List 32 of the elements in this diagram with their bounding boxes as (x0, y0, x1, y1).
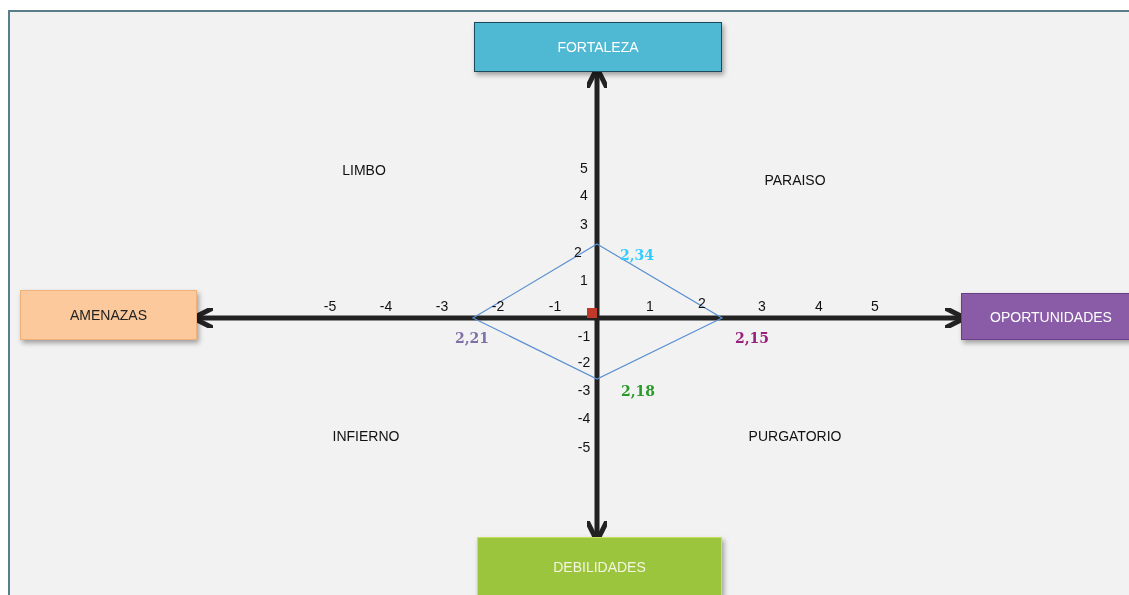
tick-label: 3 (758, 298, 766, 314)
label-box: AMENAZAS (20, 290, 197, 340)
label-box: DEBILIDADES (477, 537, 722, 595)
tick-label: 2 (698, 295, 706, 311)
tick-label: -4 (379, 298, 393, 314)
value-label: 2,18 (620, 383, 656, 399)
value-label: 2,21 (454, 330, 490, 346)
tick-label: 5 (871, 298, 879, 314)
tick-label: -3 (577, 382, 591, 398)
tick-label: -3 (435, 298, 449, 314)
tick-label: 1 (580, 272, 588, 288)
label-box: FORTALEZA (474, 22, 722, 72)
tick-label: -2 (577, 354, 591, 370)
quadrant-label: INFIERNO (332, 428, 400, 444)
tick-label: -1 (548, 298, 562, 314)
tick-label: 3 (580, 216, 588, 232)
value-label: 2,34 (619, 247, 655, 263)
quadrant-label: LIMBO (342, 162, 386, 178)
quadrant-label: PURGATORIO (748, 428, 842, 444)
tick-label: 5 (580, 160, 588, 176)
tick-label: 1 (646, 298, 654, 314)
label-box: OPORTUNIDADES (961, 293, 1129, 340)
tick-label: -4 (577, 410, 591, 426)
tick-label: 2 (574, 244, 582, 260)
tick-label: 4 (815, 298, 823, 314)
tick-label: 4 (580, 187, 588, 203)
quadrant-label: PARAISO (764, 172, 826, 188)
value-label: 2,15 (734, 330, 770, 346)
tick-label: -2 (491, 298, 505, 314)
tick-label: -5 (323, 298, 337, 314)
tick-label: -5 (577, 439, 591, 455)
tick-label: -1 (577, 328, 591, 344)
